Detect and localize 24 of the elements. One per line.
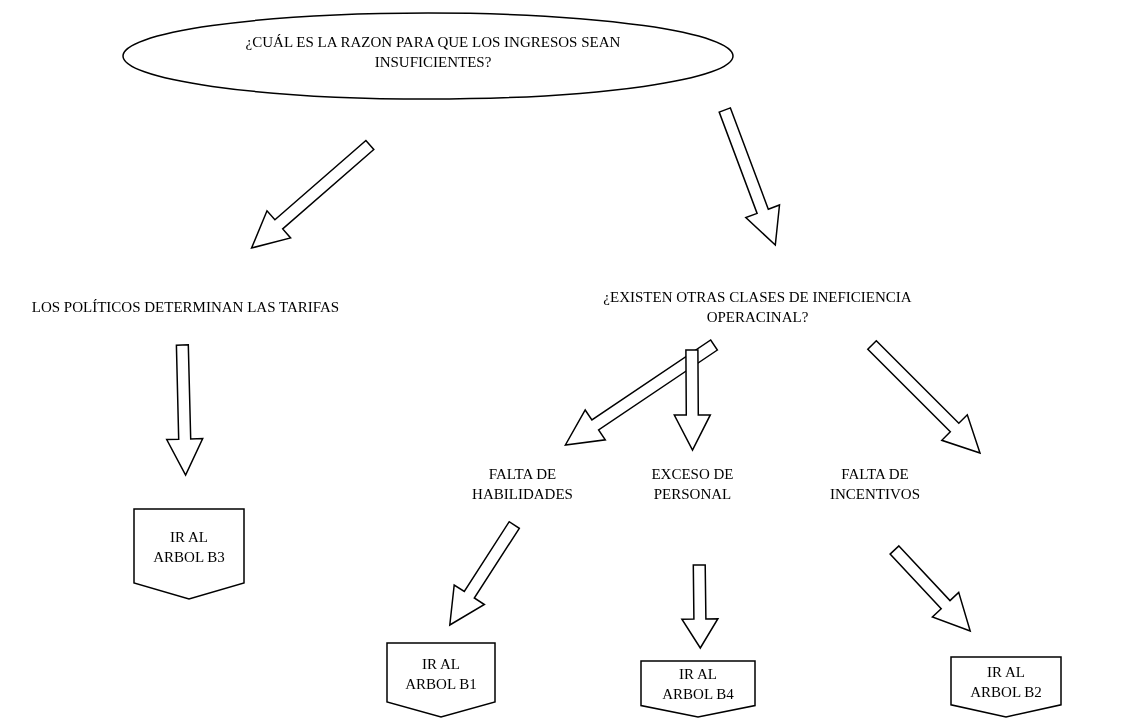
node-label: IR AL ARBOL B3 bbox=[152, 527, 226, 567]
offpage-connector bbox=[640, 660, 756, 718]
node-text: FALTA DE INCENTIVOS bbox=[829, 464, 921, 504]
node-label: IR AL ARBOL B4 bbox=[661, 664, 735, 704]
block-arrow bbox=[448, 520, 521, 627]
node-text: LOS POLÍTICOS DETERMINAN LAS TARIFAS bbox=[31, 297, 340, 317]
offpage-connector bbox=[950, 656, 1062, 718]
block-arrow bbox=[680, 564, 720, 650]
node-label: ¿CUÁL ES LA RAZON PARA QUE LOS INGRESOS SEAN INSUFICIENTES? bbox=[244, 32, 622, 72]
node-label: IR AL ARBOL B2 bbox=[969, 662, 1043, 702]
node-label: IR AL ARBOL B1 bbox=[404, 654, 478, 694]
block-arrow bbox=[165, 344, 204, 477]
block-arrow bbox=[250, 139, 375, 250]
block-arrow bbox=[889, 544, 972, 633]
offpage-connector bbox=[133, 508, 245, 600]
node-text: FALTA DE HABILIDADES bbox=[471, 464, 574, 504]
node-text: ¿EXISTEN OTRAS CLASES DE INEFICIENCIA OPERACINAL? bbox=[602, 287, 913, 327]
question-ellipse bbox=[122, 12, 734, 100]
node-text: EXCESO DE PERSONAL bbox=[650, 464, 735, 504]
block-arrow bbox=[718, 106, 781, 247]
block-arrow bbox=[673, 349, 712, 452]
offpage-connector bbox=[386, 642, 496, 718]
block-arrow bbox=[564, 338, 719, 446]
block-arrow bbox=[866, 339, 982, 455]
